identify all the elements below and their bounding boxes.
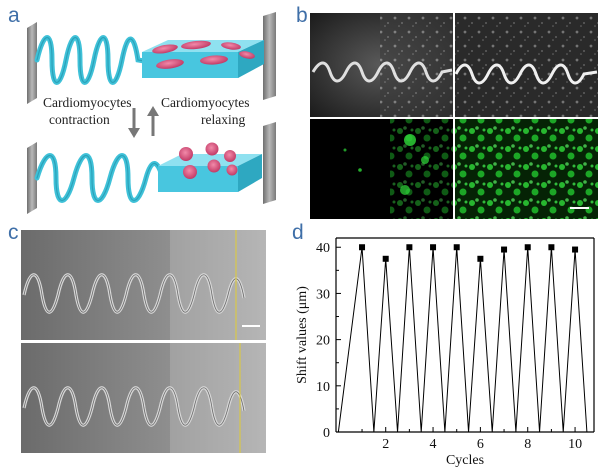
data-point xyxy=(501,246,508,253)
panel-letter-d: d xyxy=(292,221,304,244)
relaxing-arrow xyxy=(147,106,159,136)
panel-b-micrographs xyxy=(310,13,598,219)
x-tick-label: 8 xyxy=(524,437,531,452)
rounded-cells xyxy=(179,142,238,179)
right-wall-bottom xyxy=(263,122,276,204)
panel-letter-a: a xyxy=(8,4,20,27)
panel-letter-b: b xyxy=(296,4,308,27)
left-wall-top xyxy=(27,22,37,104)
panel-letter-c: c xyxy=(8,221,19,244)
data-point xyxy=(477,255,484,262)
data-point xyxy=(406,244,413,251)
relaxing-label-line1: Cardiomyocytes xyxy=(161,95,249,110)
y-tick-label: 10 xyxy=(316,380,330,395)
axis-ticks: 2 4 6 8 10 0 10 20 30 40 xyxy=(316,241,582,452)
y-axis-label: Shift values (μm) xyxy=(295,286,310,384)
block-bottom-front xyxy=(158,166,238,192)
contraction-arrow xyxy=(128,108,140,138)
elongated-cells xyxy=(152,40,255,69)
panel-a-schematic: Cardiomyocytes contraction Cardiomyocyte… xyxy=(27,12,276,214)
right-wall-top xyxy=(263,12,276,100)
y-tick-label: 30 xyxy=(316,287,330,302)
series-line xyxy=(337,247,588,433)
block-bottom-side xyxy=(238,154,262,192)
x-tick-label: 4 xyxy=(430,437,437,452)
spring-bottom xyxy=(34,153,165,203)
spring-fluor-b1 xyxy=(311,61,453,83)
x-tick-label: 10 xyxy=(568,437,582,452)
data-point xyxy=(572,246,579,253)
contraction-label-line2: contraction xyxy=(49,112,110,127)
relaxing-label-line2: relaxing xyxy=(201,112,245,127)
data-point xyxy=(359,244,366,251)
left-wall-bottom xyxy=(27,142,37,214)
y-tick-label: 0 xyxy=(323,426,330,441)
series-markers xyxy=(359,244,579,262)
block-top-side xyxy=(238,40,264,78)
x-axis-label: Cycles xyxy=(446,453,484,468)
y-tick-label: 40 xyxy=(316,241,330,256)
panel-c-micrographs xyxy=(21,230,266,453)
data-point xyxy=(430,244,437,251)
x-tick-label: 6 xyxy=(477,437,484,452)
data-point xyxy=(382,255,389,262)
data-point xyxy=(524,244,531,251)
data-point xyxy=(453,244,460,251)
data-point xyxy=(548,244,555,251)
contraction-label-line1: Cardiomyocytes xyxy=(43,95,131,110)
spring-top xyxy=(34,35,153,85)
shift-values-chart: 2 4 6 8 10 0 10 20 30 40 Cycles Shift values (μm) xyxy=(295,237,595,468)
y-tick-label: 20 xyxy=(316,334,330,349)
spring-fluor-b2 xyxy=(454,63,598,85)
x-tick-label: 2 xyxy=(382,437,389,452)
